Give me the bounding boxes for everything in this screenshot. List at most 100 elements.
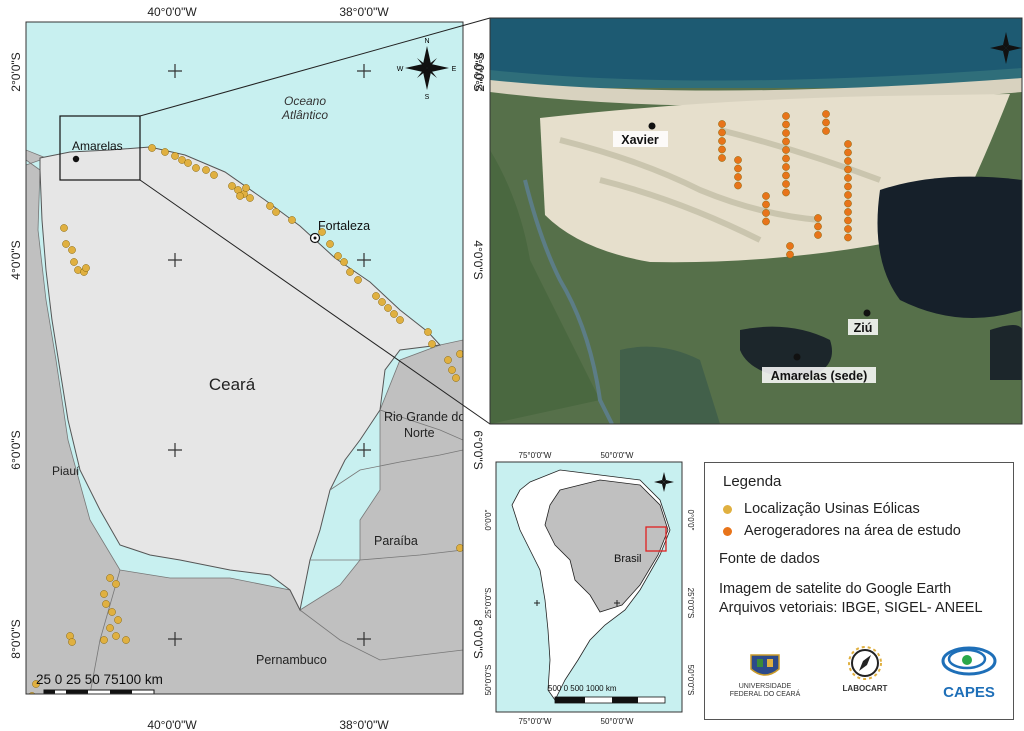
wind-farm-dot bbox=[318, 228, 326, 236]
legend-item-label: Localização Usinas Eólicas bbox=[744, 501, 920, 517]
turbine-dots bbox=[718, 110, 852, 259]
turbine-dot bbox=[844, 165, 852, 174]
zoom-connector-bottom bbox=[139, 179, 491, 425]
lat-label-left-4: 8°0'0"S bbox=[9, 619, 23, 658]
amarelas-marker bbox=[72, 155, 80, 163]
wind-farm-dot bbox=[346, 268, 354, 276]
piaui-label: Piauí bbox=[52, 464, 80, 478]
wind-farm-dot bbox=[70, 258, 78, 266]
lat-label-left-3: 6°0'0"S bbox=[9, 430, 23, 469]
source-line-2: Arquivos vetoriais: IBGE, SIGEL- ANEEL bbox=[719, 600, 983, 616]
satellite-image[interactable]: Xavier Ziú Amarelas (sede) bbox=[490, 18, 1022, 424]
xavier-marker bbox=[648, 122, 656, 130]
wind-farm-dot bbox=[210, 171, 218, 179]
wind-farm-dot bbox=[100, 636, 108, 644]
capes-logo-text: CAPES bbox=[943, 684, 995, 701]
turbine-dot bbox=[844, 157, 852, 165]
turbine-dot bbox=[762, 217, 770, 226]
wind-farm-dot bbox=[60, 224, 68, 232]
paraiba-label: Paraíba bbox=[374, 534, 418, 548]
wind-farm-dot bbox=[334, 252, 342, 260]
wind-farm-dot-icon bbox=[723, 504, 732, 514]
turbine-dot bbox=[844, 174, 852, 182]
rn-label-2: Norte bbox=[404, 426, 435, 440]
svg-text:N: N bbox=[424, 38, 429, 45]
lon-label-bottom-1: 40°0'0"W bbox=[147, 718, 197, 731]
wind-farm-dot bbox=[354, 276, 362, 284]
turbine-dot bbox=[782, 137, 790, 146]
svg-text:500 0 500 1000 km: 500 0 500 1000 km bbox=[548, 684, 617, 693]
turbine-dot bbox=[844, 216, 852, 225]
wind-farm-dot bbox=[102, 600, 110, 608]
turbine-dot bbox=[814, 222, 822, 231]
wind-farm-dot bbox=[444, 356, 452, 364]
turbine-dot bbox=[762, 209, 770, 217]
inset-lat-left-2: 25°0'0"S bbox=[484, 588, 493, 619]
lat-label-left-2: 4°0'0"S bbox=[9, 240, 23, 279]
turbine-dot bbox=[782, 112, 790, 120]
turbine-dot bbox=[782, 154, 790, 163]
wind-farm-dot bbox=[192, 164, 200, 172]
wind-farm-dot bbox=[228, 182, 236, 190]
turbine-dot bbox=[782, 188, 790, 197]
amarelas-label: Amarelas bbox=[72, 139, 123, 153]
turbine-dot bbox=[782, 163, 790, 171]
study-area-box[interactable] bbox=[59, 115, 141, 181]
wind-farm-dot bbox=[456, 350, 463, 358]
wind-farm-dot bbox=[452, 374, 460, 382]
labocart-logo-text: LABOCART bbox=[842, 684, 888, 693]
wind-farm-dot bbox=[28, 692, 36, 694]
main-scale-bar: 25 0 25 50 75100 km bbox=[36, 672, 163, 694]
turbine-dot bbox=[782, 146, 790, 154]
inset-lat-left-1: 0°0'0" bbox=[484, 509, 493, 530]
turbine-dot bbox=[844, 148, 852, 157]
turbine-dot bbox=[734, 181, 742, 190]
turbine-dot bbox=[822, 118, 830, 127]
legend-title: Legenda bbox=[723, 473, 782, 490]
lon-label-top-2: 38°0'0"W bbox=[339, 5, 389, 19]
wind-farm-dot bbox=[114, 616, 122, 624]
wind-farm-dot bbox=[384, 304, 392, 312]
turbine-dot bbox=[762, 192, 770, 200]
wind-farm-dot bbox=[100, 590, 108, 598]
wind-farm-dot bbox=[288, 216, 296, 224]
lat-label-right-4: 8°0'0"S bbox=[471, 619, 485, 658]
rn-label: Rio Grande do bbox=[384, 410, 465, 424]
wind-farm-dot bbox=[112, 580, 120, 588]
wind-farm-dot bbox=[122, 636, 130, 644]
sat-lat-label-left: 2°0'0"S bbox=[473, 52, 487, 91]
ocean-label: Oceano bbox=[284, 94, 326, 108]
wind-farm-dot bbox=[62, 240, 70, 248]
satellite-north-arrow-icon bbox=[990, 32, 1022, 64]
north-arrow-icon: N S E W bbox=[397, 38, 457, 101]
wind-farm-dot bbox=[161, 148, 169, 156]
inset-map[interactable]: Brasil 500 0 500 1000 km bbox=[496, 462, 682, 712]
inset-lat-right-2: 25°0'0"S bbox=[686, 588, 695, 619]
labocart-logo-icon bbox=[848, 646, 882, 680]
inset-lon-bottom-2: 50°0'0"W bbox=[601, 717, 634, 726]
lat-label-right-3: 6°0'0"S bbox=[471, 430, 485, 469]
wind-farm-dot bbox=[36, 696, 43, 703]
turbine-dot bbox=[718, 154, 726, 162]
wind-farm-dots bbox=[28, 144, 463, 703]
ceara-label: Ceará bbox=[209, 375, 256, 394]
turbine-dot bbox=[822, 127, 830, 135]
wind-farm-dot bbox=[448, 366, 456, 374]
wind-farm-dot bbox=[340, 258, 348, 266]
turbine-dot bbox=[734, 173, 742, 181]
ziu-marker bbox=[863, 309, 871, 317]
turbine-dot bbox=[782, 171, 790, 180]
brasil-label: Brasil bbox=[614, 553, 642, 565]
xavier-label: Xavier bbox=[621, 133, 659, 147]
ocean-label-2: Atlântico bbox=[281, 108, 328, 122]
turbine-dot bbox=[814, 214, 822, 222]
inset-ceara-box[interactable] bbox=[645, 526, 667, 552]
svg-text:E: E bbox=[452, 66, 457, 73]
inset-north-arrow-icon bbox=[654, 472, 674, 492]
wind-farm-dot bbox=[184, 159, 192, 167]
wind-farm-dot bbox=[68, 638, 76, 646]
lon-label-bottom-2: 38°0'0"W bbox=[339, 718, 389, 731]
turbine-dot bbox=[782, 180, 790, 188]
